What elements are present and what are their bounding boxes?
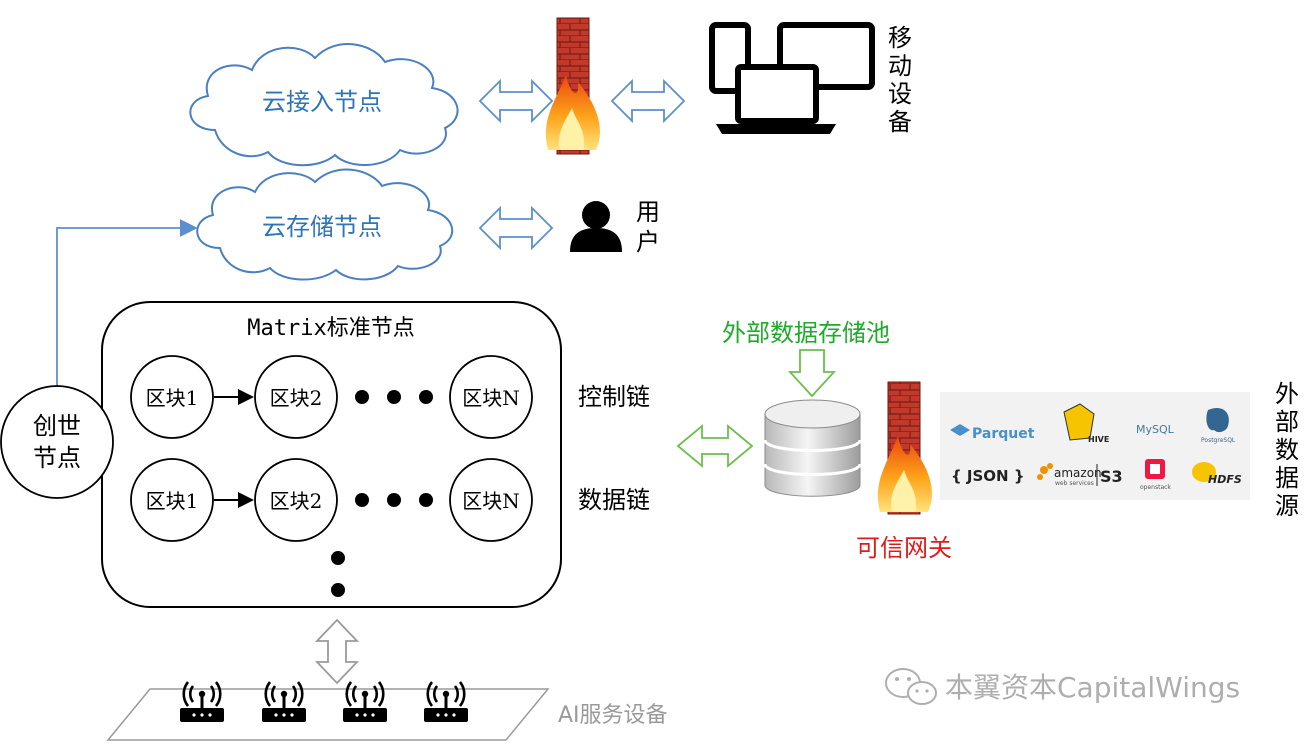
external-sources-panel: Parquet HIVE MySQL PostgreSQL { JSON } a…	[940, 392, 1250, 500]
data-chain-label: 数据链	[578, 486, 650, 514]
block-node	[130, 355, 214, 439]
svg-text:数: 数	[1275, 436, 1299, 464]
block-node	[254, 355, 338, 439]
svg-text:用: 用	[636, 198, 660, 226]
wechat-icon	[885, 668, 937, 705]
json-logo: { JSON }	[951, 467, 1025, 485]
block-label: 区块1	[146, 489, 199, 513]
svg-text:web services: web services	[1055, 480, 1094, 487]
devices-icon	[709, 22, 875, 134]
ai-platform	[106, 688, 550, 741]
database-icon	[763, 399, 862, 497]
svg-text:备: 备	[888, 108, 912, 136]
router-icon	[424, 681, 468, 722]
double-arrow-matrix-ai	[314, 618, 360, 685]
block-node	[130, 458, 214, 542]
double-arrow-firewall-mobile	[610, 78, 686, 124]
svg-text:MySQL: MySQL	[1136, 423, 1175, 436]
hive-logo: HIVE	[1063, 403, 1109, 444]
svg-text:{ JSON }: { JSON }	[951, 467, 1025, 485]
svg-text:PostgreSQL: PostgreSQL	[1201, 437, 1236, 444]
genesis-label-line1: 创世	[33, 412, 81, 440]
svg-text:HDFS: HDFS	[1208, 473, 1242, 486]
block-label: 区块N	[462, 489, 520, 513]
matrix-title: Matrix标准节点	[247, 316, 414, 341]
double-arrow-storage-user	[478, 205, 554, 251]
pool-down-arrow	[787, 349, 837, 398]
svg-text:动: 动	[888, 52, 912, 80]
svg-text:部: 部	[1275, 408, 1299, 436]
watermark-text: 本翼资本CapitalWings	[945, 671, 1240, 704]
svg-text:Parquet: Parquet	[972, 426, 1035, 442]
external-pool-label: 外部数据存储池	[722, 319, 890, 347]
hdfs-logo: HDFS	[1192, 462, 1242, 486]
svg-text:外: 外	[1275, 380, 1299, 408]
svg-text:源: 源	[1275, 492, 1299, 520]
svg-text:移: 移	[888, 24, 912, 52]
svg-text:设: 设	[888, 80, 912, 108]
cloud-storage-node: 云存储节点	[196, 168, 454, 281]
gateway-label: 可信网关	[856, 534, 952, 562]
block-label: 区块N	[462, 386, 520, 410]
mobile-devices-label: 移 动 设 备	[888, 24, 912, 136]
aws-s3-logo: amazon web services S3	[1037, 463, 1123, 487]
openstack-logo: openstack	[1140, 459, 1171, 491]
control-chain-label: 控制链	[578, 383, 650, 411]
block-node	[449, 458, 533, 542]
genesis-node: 创世 节点	[0, 385, 114, 499]
external-sources-label: 外 部 数 据 源	[1275, 380, 1299, 520]
matrix-node: Matrix标准节点 区块1 区块2 区块N 区块1 区块2 区块N	[101, 301, 562, 608]
postgresql-logo: PostgreSQL	[1201, 407, 1236, 444]
svg-text:户: 户	[636, 228, 660, 256]
cloud-access-label: 云接入节点	[262, 88, 382, 116]
watermark: 本翼资本CapitalWings	[885, 668, 1240, 705]
user-label: 用 户	[636, 198, 660, 256]
svg-text:amazon: amazon	[1054, 466, 1102, 480]
mysql-logo: MySQL	[1136, 423, 1175, 436]
block-label: 区块2	[270, 386, 323, 410]
cloud-storage-label: 云存储节点	[262, 213, 382, 241]
block-node	[449, 355, 533, 439]
user-icon	[570, 201, 622, 252]
block-label: 区块1	[146, 386, 199, 410]
firewall-icon	[545, 17, 600, 155]
double-arrow-access-firewall	[478, 78, 554, 124]
cloud-shape	[196, 168, 454, 281]
block-label: 区块2	[270, 489, 323, 513]
svg-text:S3: S3	[1100, 467, 1123, 486]
cloud-access-node: 云接入节点	[189, 43, 459, 167]
ai-devices-label: AI服务设备	[558, 703, 668, 728]
cloud-shape	[189, 43, 459, 167]
svg-text:HIVE: HIVE	[1088, 435, 1109, 444]
data-chain-row: 区块1 区块2 区块N	[130, 458, 533, 542]
gateway-firewall-icon	[877, 381, 932, 515]
svg-text:据: 据	[1275, 464, 1299, 492]
router-icon	[343, 681, 387, 722]
router-icon	[180, 681, 224, 722]
genesis-label-line2: 节点	[33, 444, 81, 472]
double-arrow-matrix-pool	[676, 424, 754, 468]
control-chain-row: 区块1 区块2 区块N	[130, 355, 533, 439]
genesis-to-storage-arrow	[56, 219, 198, 386]
parquet-logo: Parquet	[950, 424, 1035, 442]
svg-text:openstack: openstack	[1140, 484, 1171, 491]
block-node	[254, 458, 338, 542]
router-icon	[262, 681, 306, 722]
